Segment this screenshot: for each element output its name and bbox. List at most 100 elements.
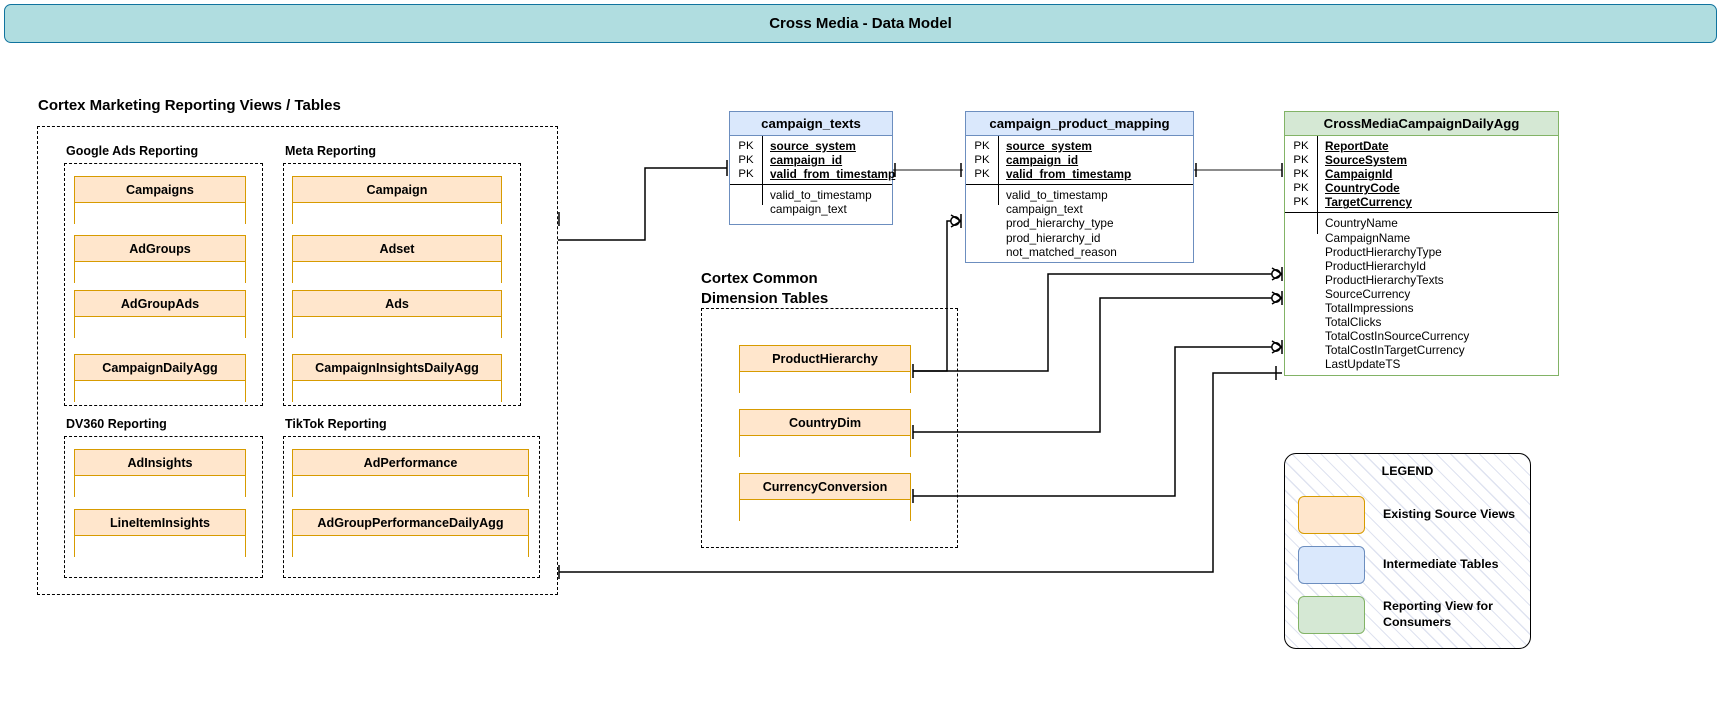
- source-table-title: Campaign: [293, 177, 501, 203]
- er-key-section: PK PK PK source_system campaign_id valid…: [730, 136, 895, 186]
- pk-field: campaign_id: [1006, 153, 1079, 168]
- pk-tag: PK: [738, 154, 754, 167]
- source-table-body: [75, 536, 245, 558]
- er-table-campaign-texts[interactable]: campaign_texts PK PK PK source_system ca…: [729, 111, 895, 225]
- crowsfoot-circle-2: [1271, 293, 1281, 303]
- source-table-ads[interactable]: Ads: [292, 290, 502, 339]
- er-table-crossmediacampaigndailyagg[interactable]: CrossMediaCampaignDailyAgg PK PK PK PK P…: [1284, 111, 1559, 376]
- source-table-title: CampaignInsightsDailyAgg: [293, 355, 501, 381]
- legend-item-intermediate-tables: Intermediate Tables: [1298, 546, 1498, 584]
- source-table-title: AdGroupAds: [75, 291, 245, 317]
- er-table-title: campaign_texts: [730, 112, 892, 136]
- crowsfoot-mapping: [950, 214, 962, 228]
- er-field: TotalImpressions: [1325, 301, 1414, 316]
- er-field: CampaignName: [1325, 230, 1411, 245]
- diagram-title: Cross Media - Data Model: [769, 15, 952, 32]
- source-table-title: Campaigns: [75, 177, 245, 203]
- source-table-adgroups[interactable]: AdGroups: [74, 235, 246, 284]
- legend-label: Existing Source Views: [1383, 507, 1515, 522]
- er-field: campaign_text: [770, 202, 847, 217]
- er-field: valid_to_timestamp: [1006, 188, 1108, 203]
- dimension-section-heading: Cortex Common Dimension Tables: [701, 270, 829, 307]
- source-table-adgroupads[interactable]: AdGroupAds: [74, 290, 246, 339]
- er-field-section: valid_to_timestamp campaign_text: [730, 185, 892, 219]
- source-table-body: [75, 476, 245, 498]
- source-table-adinsights[interactable]: AdInsights: [74, 449, 246, 498]
- dimension-table-body: [740, 500, 910, 522]
- er-field: ProductHierarchyType: [1325, 244, 1442, 259]
- source-table-campaigninsightsdailyagg[interactable]: CampaignInsightsDailyAgg: [292, 354, 502, 403]
- er-field: ProductHierarchyId: [1325, 258, 1426, 273]
- pk-field: SourceSystem: [1325, 153, 1407, 168]
- group-label-tiktok: TikTok Reporting: [285, 417, 387, 431]
- er-key-section: PK PK PK source_system campaign_id valid…: [966, 136, 1193, 186]
- dimension-table-currencyconversion[interactable]: CurrencyConversion: [739, 473, 911, 522]
- wire-countrydim-to-crossmedia: [913, 297, 1272, 433]
- dimension-table-countrydim[interactable]: CountryDim: [739, 409, 911, 458]
- source-table-body: [293, 536, 528, 558]
- pk-field: source_system: [770, 139, 856, 153]
- dimension-table-producthierarchy[interactable]: ProductHierarchy: [739, 345, 911, 394]
- reporting-outer-container: [37, 126, 558, 595]
- source-table-campaign[interactable]: Campaign: [292, 176, 502, 225]
- group-box-tiktok: [283, 436, 540, 578]
- crowsfoot-circle-1: [1271, 269, 1281, 279]
- er-field: campaign_text: [1006, 202, 1083, 217]
- er-key-fields: ReportDate SourceSystem CampaignId Count…: [1318, 136, 1558, 212]
- er-field: ProductHierarchyTexts: [1325, 272, 1444, 287]
- legend-item-reporting-view: Reporting View for Consumers: [1298, 596, 1493, 634]
- pk-tag: PK: [974, 168, 990, 181]
- crowsfoot-3: [1271, 340, 1283, 354]
- source-table-title: LineItemInsights: [75, 510, 245, 536]
- pk-tag: PK: [738, 140, 754, 152]
- pk-tag: PK: [738, 168, 754, 181]
- source-table-title: AdInsights: [75, 450, 245, 476]
- er-field: SourceCurrency: [1325, 286, 1411, 301]
- crowsfoot-1: [1271, 267, 1283, 281]
- wire-currencyconversion-to-crossmedia: [913, 346, 1272, 497]
- legend-panel: LEGEND Existing Source Views Intermediat…: [1284, 453, 1531, 649]
- pk-tag: PK: [1293, 154, 1309, 167]
- crowsfoot-circle-3: [1271, 342, 1281, 352]
- pk-tag: PK: [974, 154, 990, 167]
- er-table-title: campaign_product_mapping: [966, 112, 1193, 136]
- legend-title: LEGEND: [1381, 464, 1434, 478]
- er-field-section: CountryName CampaignName ProductHierarch…: [1285, 213, 1558, 374]
- source-table-campaigndailyagg[interactable]: CampaignDailyAgg: [74, 354, 246, 403]
- er-table-title: CrossMediaCampaignDailyAgg: [1285, 112, 1558, 136]
- dimension-table-title: CurrencyConversion: [740, 474, 910, 500]
- legend-item-source-views: Existing Source Views: [1298, 496, 1515, 534]
- source-table-title: AdPerformance: [293, 450, 528, 476]
- er-key-tags: PK PK PK: [730, 136, 763, 185]
- source-table-campaigns[interactable]: Campaigns: [74, 176, 246, 225]
- pk-tag: PK: [1293, 168, 1309, 181]
- dimension-table-body: [740, 436, 910, 458]
- source-table-body: [293, 476, 528, 498]
- pk-field: campaign_id: [770, 153, 843, 168]
- er-key-tags: PK PK PK PK PK: [1285, 136, 1318, 213]
- source-table-title: Adset: [293, 236, 501, 262]
- er-field-section: valid_to_timestamp campaign_text prod_hi…: [966, 185, 1193, 261]
- crowsfoot-2: [1271, 291, 1283, 305]
- source-table-title: AdGroups: [75, 236, 245, 262]
- legend-label: Reporting View for Consumers: [1383, 599, 1493, 629]
- er-field-list: valid_to_timestamp campaign_text prod_hi…: [999, 185, 1193, 261]
- er-field-tags: [966, 185, 999, 206]
- group-label-dv360: DV360 Reporting: [66, 417, 167, 431]
- dimension-table-title: ProductHierarchy: [740, 346, 910, 372]
- er-table-campaign-product-mapping[interactable]: campaign_product_mapping PK PK PK source…: [965, 111, 1194, 263]
- source-table-body: [75, 381, 245, 403]
- er-field: TotalClicks: [1325, 315, 1382, 330]
- pk-field: source_system: [1006, 139, 1092, 153]
- source-table-adgroupperformancedailyagg[interactable]: AdGroupPerformanceDailyAgg: [292, 509, 529, 558]
- dimension-table-title: CountryDim: [740, 410, 910, 436]
- pk-field: CountryCode: [1325, 181, 1400, 196]
- wire-sources-to-campaign-texts: [558, 167, 727, 241]
- source-table-adperformance[interactable]: AdPerformance: [292, 449, 529, 498]
- pk-field: TargetCurrency: [1325, 195, 1412, 210]
- source-table-title: AdGroupPerformanceDailyAgg: [293, 510, 528, 536]
- er-field-tags: [1285, 213, 1318, 234]
- dimension-table-body: [740, 372, 910, 394]
- source-table-adset[interactable]: Adset: [292, 235, 502, 284]
- source-table-lineiteminsights[interactable]: LineItemInsights: [74, 509, 246, 558]
